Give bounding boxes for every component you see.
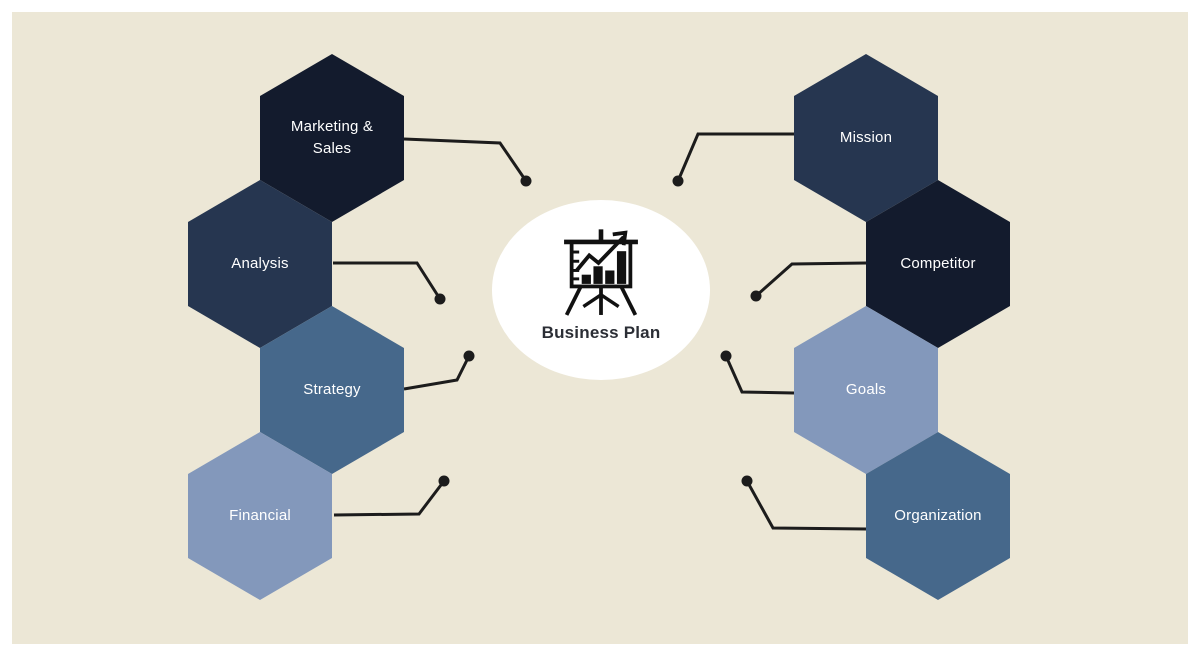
center-node[interactable]: Business Plan (492, 200, 710, 380)
hexagon-financial[interactable]: Financial (188, 432, 332, 600)
center-node-label: Business Plan (541, 323, 661, 342)
hexagon-label-strategy: Strategy (303, 381, 361, 398)
presentation-chart-icon (564, 229, 638, 316)
hexagon-label-competitor: Competitor (900, 255, 976, 272)
hexagon-organization[interactable]: Organization (866, 432, 1010, 600)
bar-chart-bars (581, 251, 627, 284)
hexagon-label-mission: Mission (839, 129, 893, 146)
hexagon-label-financial: Financial (229, 507, 291, 524)
hexagon-label-marketing-sales: Marketing & Sales (290, 118, 374, 157)
hexagon-label-goals: Goals (845, 381, 887, 398)
hexagon-label-analysis: Analysis (231, 255, 289, 272)
hexagon-label-organization: Organization (894, 507, 982, 524)
